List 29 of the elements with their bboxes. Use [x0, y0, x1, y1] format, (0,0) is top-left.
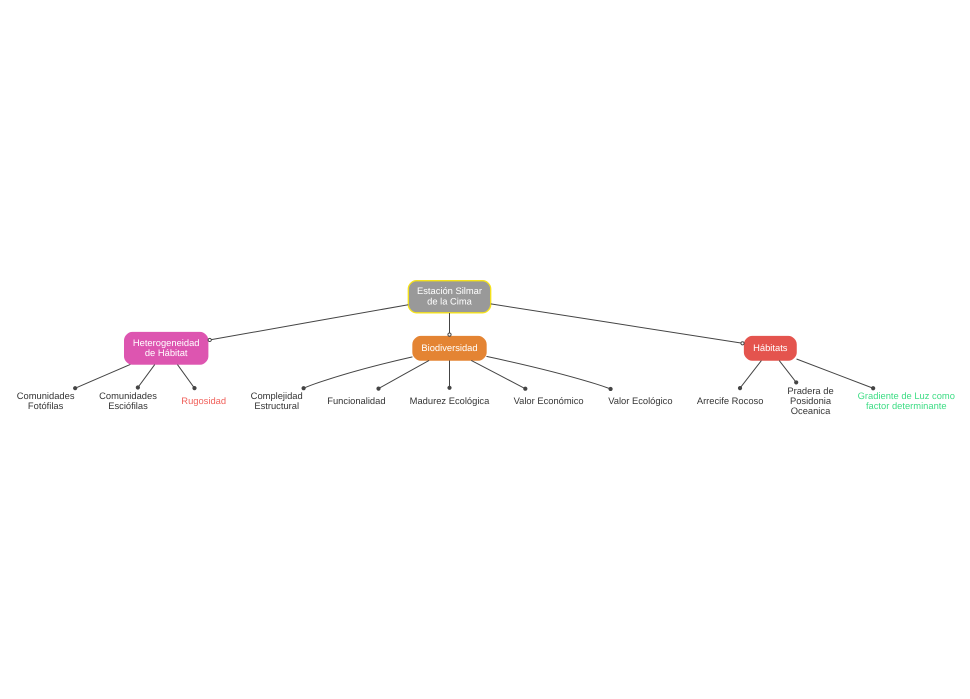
- node-text: Valor Económico: [513, 396, 584, 406]
- connector: [446, 360, 452, 390]
- connector: [486, 355, 612, 391]
- connector: [176, 364, 196, 390]
- node-text: Rugosidad: [180, 396, 226, 406]
- connector: [737, 360, 762, 390]
- node-box: Hábitats: [743, 335, 796, 360]
- node-text: Funcionalidad: [326, 396, 386, 406]
- node-text: Valor Ecológico: [608, 396, 672, 406]
- connector: [490, 302, 744, 345]
- node-text: Comunidades Fotófilas: [16, 390, 74, 411]
- node-box: Heterogeneidad de Hábitat: [124, 331, 208, 364]
- connector: [207, 304, 408, 342]
- connector: [301, 356, 412, 390]
- node-box: Estación Silmar de la Cima: [407, 280, 491, 313]
- connector: [376, 359, 429, 390]
- connector: [796, 358, 875, 390]
- node-text: Complejidad Estructural: [250, 390, 302, 411]
- node-box: Biodiversidad: [412, 335, 486, 360]
- connector: [135, 364, 155, 390]
- connector: [446, 312, 452, 336]
- connector: [778, 360, 798, 384]
- node-text: Arrecife Rocoso: [696, 396, 763, 406]
- node-text: Madurez Ecológica: [409, 396, 489, 406]
- connector: [470, 359, 527, 390]
- node-text: Comunidades Esciófilas: [98, 390, 156, 411]
- connector: [72, 363, 130, 390]
- node-text: Gradiente de Luz como factor determinante: [857, 390, 954, 411]
- node-text: Pradera de Posidonia Oceanica: [786, 386, 834, 416]
